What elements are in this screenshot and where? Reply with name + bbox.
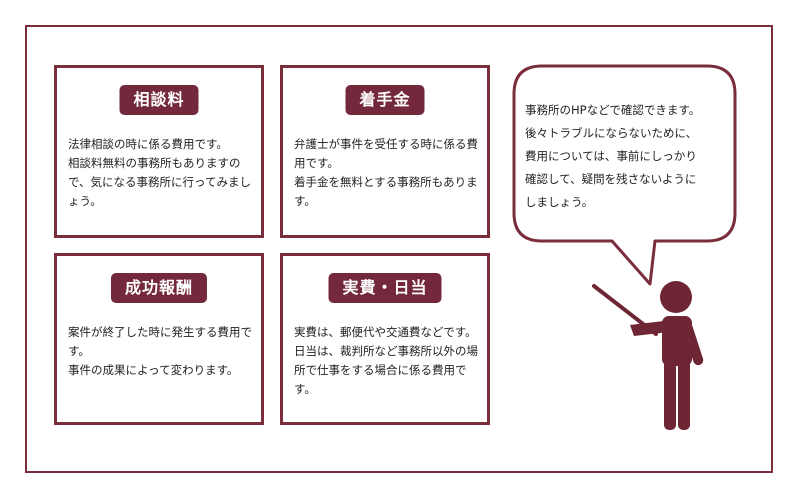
bubble-line: 確認して、疑問を残さないように [525, 172, 697, 186]
card-text-line: 事件の成果によって変わります。 [68, 363, 239, 377]
speech-bubble-shape [512, 64, 737, 286]
card-text-line: 着手金を無料とする事務所もあります。 [294, 175, 478, 208]
card-retainer-fee: 着手金 弁護士が事件を受任する時に係る費用です。 着手金を無料とする事務所もあり… [280, 65, 490, 238]
card-description: 弁護士が事件を受任する時に係る費用です。 着手金を無料とする事務所もあります。 [294, 135, 479, 211]
card-success-fee: 成功報酬 案件が終了した時に発生する費用です。 事件の成果によって変わります。 [54, 253, 264, 425]
bubble-line: 事務所のHPなどで確認できます。 [525, 103, 701, 117]
person-with-pointer-icon [592, 281, 704, 430]
card-text-line: 弁護士が事件を受任する時に係る費用です。 [294, 137, 478, 170]
bubble-line: 費用については、事前にしっかり [525, 149, 697, 163]
card-text-line: 法律相談の時に係る費用です。 [68, 137, 228, 151]
speech-bubble-text: 事務所のHPなどで確認できます。 後々トラブルにならないために、 費用については… [525, 99, 730, 214]
bubble-line: しましょう。 [525, 195, 594, 209]
card-title: 成功報酬 [110, 273, 208, 303]
card-consultation-fee: 相談料 法律相談の時に係る費用です。 相談料無料の事務所もありますので、気になる… [54, 65, 264, 238]
card-title: 着手金 [345, 85, 425, 115]
card-expenses-daily-allowance: 実費・日当 実費は、郵便代や交通費などです。 日当は、裁判所など事務所以外の場所… [280, 253, 490, 425]
card-text-line: 実費は、郵便代や交通費などです。 [294, 325, 477, 339]
bubble-line: 後々トラブルにならないために、 [525, 126, 698, 140]
card-description: 法律相談の時に係る費用です。 相談料無料の事務所もありますので、気になる事務所に… [68, 135, 253, 211]
outer-frame [25, 25, 773, 473]
card-text-line: 相談料無料の事務所もありますので、気になる事務所に行ってみましょう。 [68, 156, 251, 208]
card-title: 実費・日当 [328, 273, 442, 303]
card-text-line: 案件が終了した時に発生する費用です。 [68, 325, 252, 358]
card-description: 実費は、郵便代や交通費などです。 日当は、裁判所など事務所以外の場所で仕事をする… [294, 323, 479, 399]
card-description: 案件が終了した時に発生する費用です。 事件の成果によって変わります。 [68, 323, 253, 380]
card-title: 相談料 [119, 85, 199, 115]
card-text-line: 日当は、裁判所など事務所以外の場所で仕事をする場合に係る費用です。 [294, 344, 478, 396]
